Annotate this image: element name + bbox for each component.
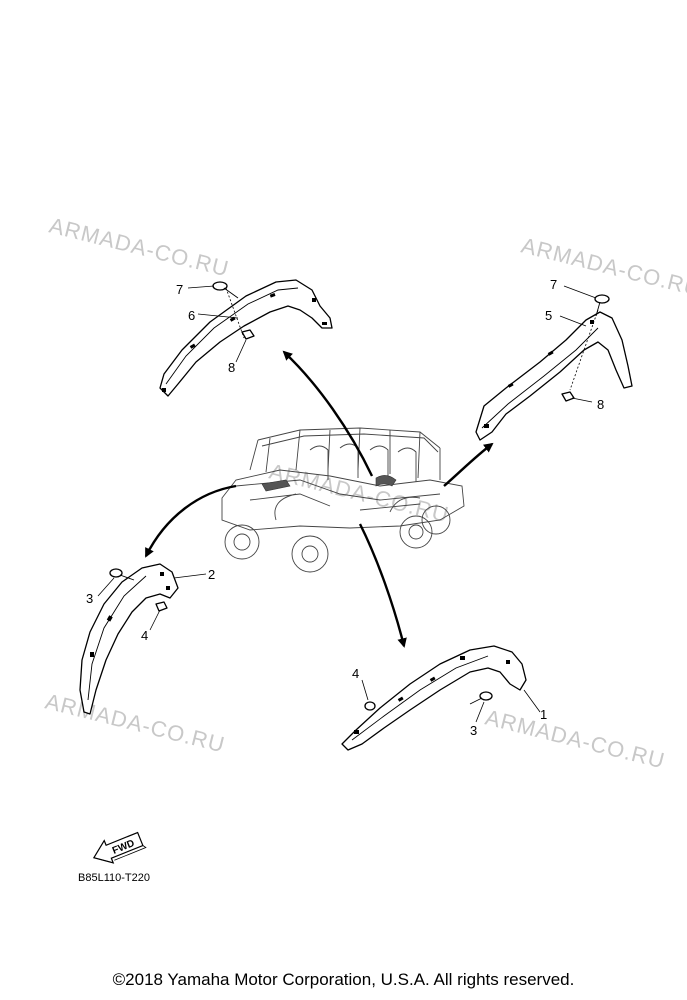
nut-part-8-right xyxy=(561,391,575,402)
fwd-direction-icon: FWD xyxy=(92,831,147,864)
screw-part-3-right xyxy=(469,691,493,705)
nut-part-8-left xyxy=(241,329,255,340)
callout-5: 5 xyxy=(545,308,552,323)
nut-part-4-right xyxy=(364,701,376,711)
fender-flare-part-2 xyxy=(79,563,179,715)
watermark-top-right: ARMADA-CO.RU xyxy=(519,233,687,302)
callout-8-left: 8 xyxy=(228,360,235,375)
callout-6: 6 xyxy=(188,308,195,323)
screw-part-7-left xyxy=(212,281,239,299)
callout-7-left: 7 xyxy=(176,282,183,297)
fender-flare-part-5 xyxy=(475,311,633,441)
callout-8-right: 8 xyxy=(597,397,604,412)
arrow-to-rear-left-fender xyxy=(282,350,374,477)
fender-flare-part-1 xyxy=(341,645,527,751)
callout-2: 2 xyxy=(208,567,215,582)
copyright-notice: ©2018 Yamaha Motor Corporation, U.S.A. A… xyxy=(112,970,575,989)
watermark-bottom-left: ARMADA-CO.RU xyxy=(43,689,228,758)
diagram-code: B85L110-T220 xyxy=(78,872,150,884)
callout-1: 1 xyxy=(540,707,547,722)
watermark-bottom-right: ARMADA-CO.RU xyxy=(483,705,668,774)
arrow-to-rear-right-fender xyxy=(443,442,494,487)
callout-3-left: 3 xyxy=(86,591,93,606)
arrow-to-front-right-fender xyxy=(358,523,407,648)
callout-7-right: 7 xyxy=(550,277,557,292)
callout-3-right: 3 xyxy=(470,723,477,738)
watermark-center: ARMADA-CO.RU xyxy=(267,459,452,528)
callout-4-right: 4 xyxy=(352,666,359,681)
arrow-to-front-left-fender xyxy=(144,484,237,558)
screw-part-7-right xyxy=(594,294,610,317)
callout-4-left: 4 xyxy=(141,628,148,643)
nut-part-4-left xyxy=(155,601,168,612)
watermark-top-left: ARMADA-CO.RU xyxy=(47,213,232,282)
vehicle-illustration xyxy=(221,427,465,573)
screw-part-3-left xyxy=(109,568,135,581)
